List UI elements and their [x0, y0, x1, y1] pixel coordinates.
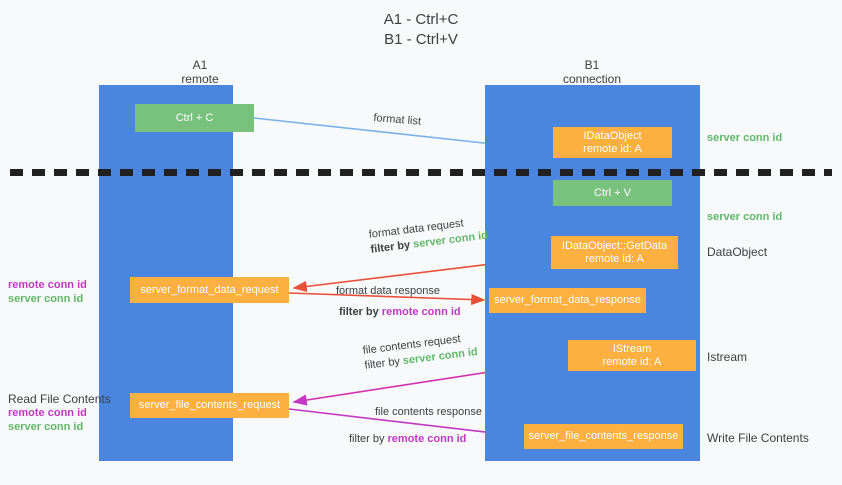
annotation-write-file-contents: Write File Contents	[707, 431, 809, 445]
node-istream[interactable]: IStream remote id: A	[568, 340, 696, 371]
annotation-remote-conn-id: remote conn id	[8, 279, 87, 291]
edge-label-file-contents-response-filter: filter by remote conn id	[349, 432, 466, 447]
node-server-format-data-response[interactable]: server_format_data_response	[489, 288, 646, 313]
node-server-file-contents-response[interactable]: server_file_contents_response	[524, 424, 683, 449]
node-idataobject[interactable]: IDataObject remote id: A	[553, 127, 672, 158]
node-idataobject-getdata[interactable]: IDataObject::GetData remote id: A	[551, 236, 678, 269]
node-ctrl-v[interactable]: Ctrl + V	[553, 180, 672, 206]
edge-format-data-response	[288, 292, 486, 306]
filter-by-text: filter by	[349, 433, 385, 445]
edge-file-contents-response	[288, 408, 521, 441]
node-server-file-contents-request[interactable]: server_file_contents_request	[130, 393, 289, 418]
annotation-server-conn-id-mid: server conn id	[707, 211, 783, 223]
column-header-a1: A1 remote	[181, 58, 219, 86]
annotation-server-conn-id: server conn id	[8, 421, 84, 433]
annotation-istream: Istream	[707, 350, 748, 364]
annotation-read-file-contents-group: Read File Contents remote conn id server…	[8, 392, 128, 434]
column-header-b1: B1 connection	[562, 58, 622, 86]
edge-label-format-data-response: format data response	[336, 285, 440, 297]
annotation-dataobject: DataObject	[707, 245, 768, 259]
edge-label-file-contents-response: file contents response	[375, 406, 483, 418]
annotation-server-conn-id: server conn id	[8, 293, 84, 305]
node-server-format-data-request[interactable]: server_format_data_request	[130, 277, 289, 303]
filter-by-text: filter by	[369, 239, 411, 256]
dashed-divider	[10, 169, 832, 176]
annotation-read-file-contents: Read File Contents	[8, 392, 111, 406]
annotation-remote-conn-id: remote conn id	[8, 407, 87, 419]
annotation-conn-ids-middle: remote conn id server conn id	[8, 278, 98, 306]
remote-conn-id-text: remote conn id	[381, 306, 461, 318]
filter-by-text: filter by	[363, 355, 401, 372]
node-ctrl-c[interactable]: Ctrl + C	[135, 104, 254, 132]
filter-by-text: filter by	[339, 306, 379, 318]
annotation-server-conn-id-top: server conn id	[707, 132, 783, 144]
remote-conn-id-text: remote conn id	[387, 433, 467, 445]
edge-label-format-data-response-filter: filter by remote conn id	[339, 305, 461, 320]
page-title: A1 - Ctrl+C B1 - Ctrl+V	[383, 11, 459, 48]
